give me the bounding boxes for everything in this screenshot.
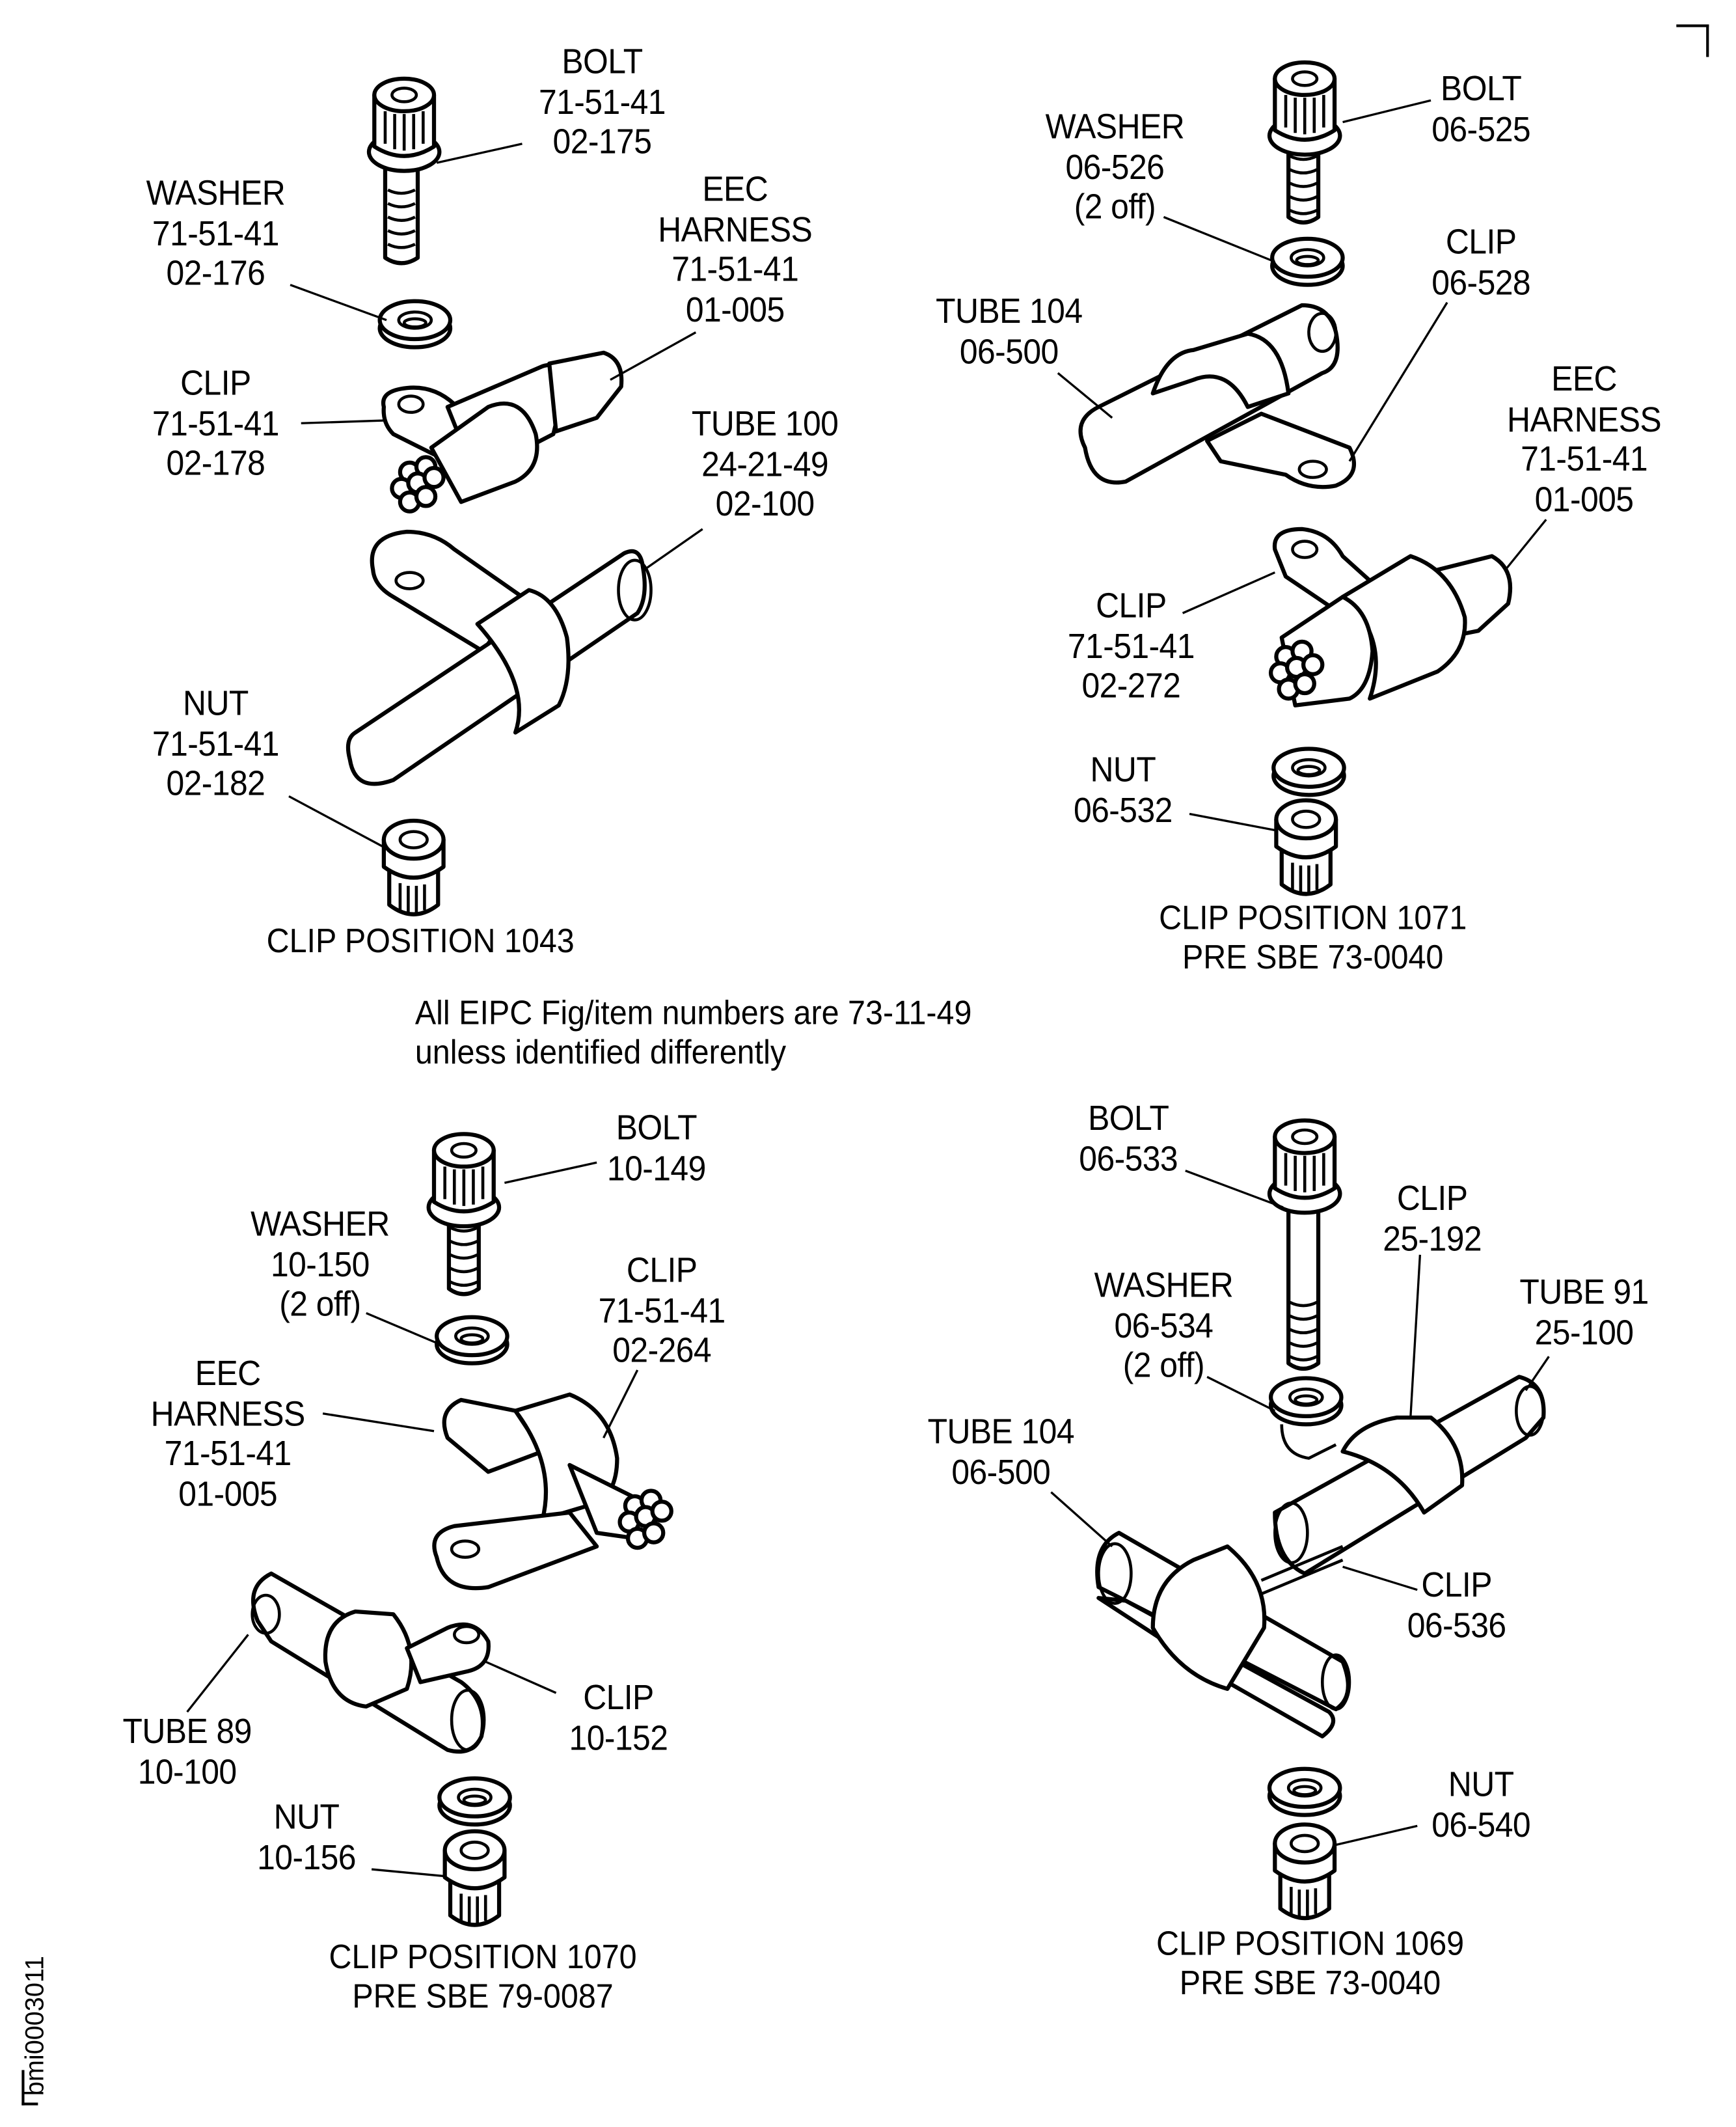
callout-clip-25-192: CLIP 25-192 (1383, 1177, 1482, 1259)
callout-eec-harness-01-005-view1: EEC HARNESS 71-51-41 01-005 (658, 168, 813, 329)
view-1069-parts (1095, 1121, 1546, 1919)
callout-clip-02-264: CLIP 71-51-41 02-264 (598, 1249, 726, 1371)
callout-nut-02-182: NUT 71-51-41 02-182 (152, 682, 280, 803)
view-1071-parts (1078, 62, 1512, 894)
callout-nut-10-156: NUT 10-156 (257, 1796, 356, 1877)
callout-tube-104-view4: TUBE 104 06-500 (927, 1410, 1075, 1492)
callout-washer-10-150: WASHER 10-150 (2 off) (251, 1203, 390, 1324)
callout-clip-10-152: CLIP 10-152 (569, 1677, 668, 1758)
callout-clip-06-528: CLIP 06-528 (1431, 221, 1531, 302)
harness-bundle-end (617, 1489, 673, 1550)
caption-clip-position-1070: CLIP POSITION 1070 PRE SBE 79-0087 (329, 1938, 637, 2016)
caption-clip-position-1069: CLIP POSITION 1069 PRE SBE 73-0040 (1156, 1925, 1465, 2003)
caption-clip-position-1043: CLIP POSITION 1043 (266, 922, 575, 961)
figure-note: All EIPC Fig/item numbers are 73-11-49 u… (414, 994, 972, 1072)
callout-tube-89: TUBE 89 10-100 (122, 1710, 252, 1792)
document-id: bmi0003011 (21, 1956, 51, 2096)
caption-clip-position-1071: CLIP POSITION 1071 PRE SBE 73-0040 (1159, 899, 1467, 977)
harness-bundle-end (390, 455, 446, 514)
callout-eec-harness-01-005-view2: EEC HARNESS 71-51-41 01-005 (1507, 358, 1662, 519)
leader-lines (186, 99, 1550, 1878)
callout-washer-06-526: WASHER 06-526 (2 off) (1045, 105, 1185, 227)
callout-bolt-71-51-41-02-175: BOLT 71-51-41 02-175 (538, 40, 666, 162)
callout-nut-06-540: NUT 06-540 (1431, 1763, 1531, 1845)
callout-tube-100: TUBE 100 24-21-49 02-100 (691, 403, 839, 524)
callout-bolt-06-525: BOLT 06-525 (1431, 68, 1531, 149)
crop-corner-mark (1676, 24, 1709, 57)
callout-clip-02-178: CLIP 71-51-41 02-178 (152, 362, 280, 483)
callout-washer-02-176: WASHER 71-51-41 02-176 (146, 172, 286, 294)
callout-nut-06-532: NUT 06-532 (1073, 748, 1173, 830)
callout-clip-02-272: CLIP 71-51-41 02-272 (1067, 584, 1195, 706)
callout-eec-harness-01-005-view3: EEC HARNESS 71-51-41 01-005 (150, 1352, 306, 1513)
callout-bolt-10-149: BOLT 10-149 (606, 1106, 706, 1188)
view-1043-parts (346, 79, 653, 914)
callout-bolt-06-533: BOLT 06-533 (1079, 1097, 1178, 1179)
document-id-bracket (21, 2070, 38, 2106)
callout-tube-104-view2: TUBE 104 06-500 (936, 290, 1083, 372)
callout-washer-06-534: WASHER 06-534 (2 off) (1094, 1264, 1234, 1385)
callout-tube-91: TUBE 91 25-100 (1519, 1270, 1649, 1352)
view-1070-parts (251, 1134, 673, 1925)
callout-clip-06-536: CLIP 06-536 (1407, 1564, 1506, 1645)
harness-bundle-end (1268, 639, 1325, 701)
